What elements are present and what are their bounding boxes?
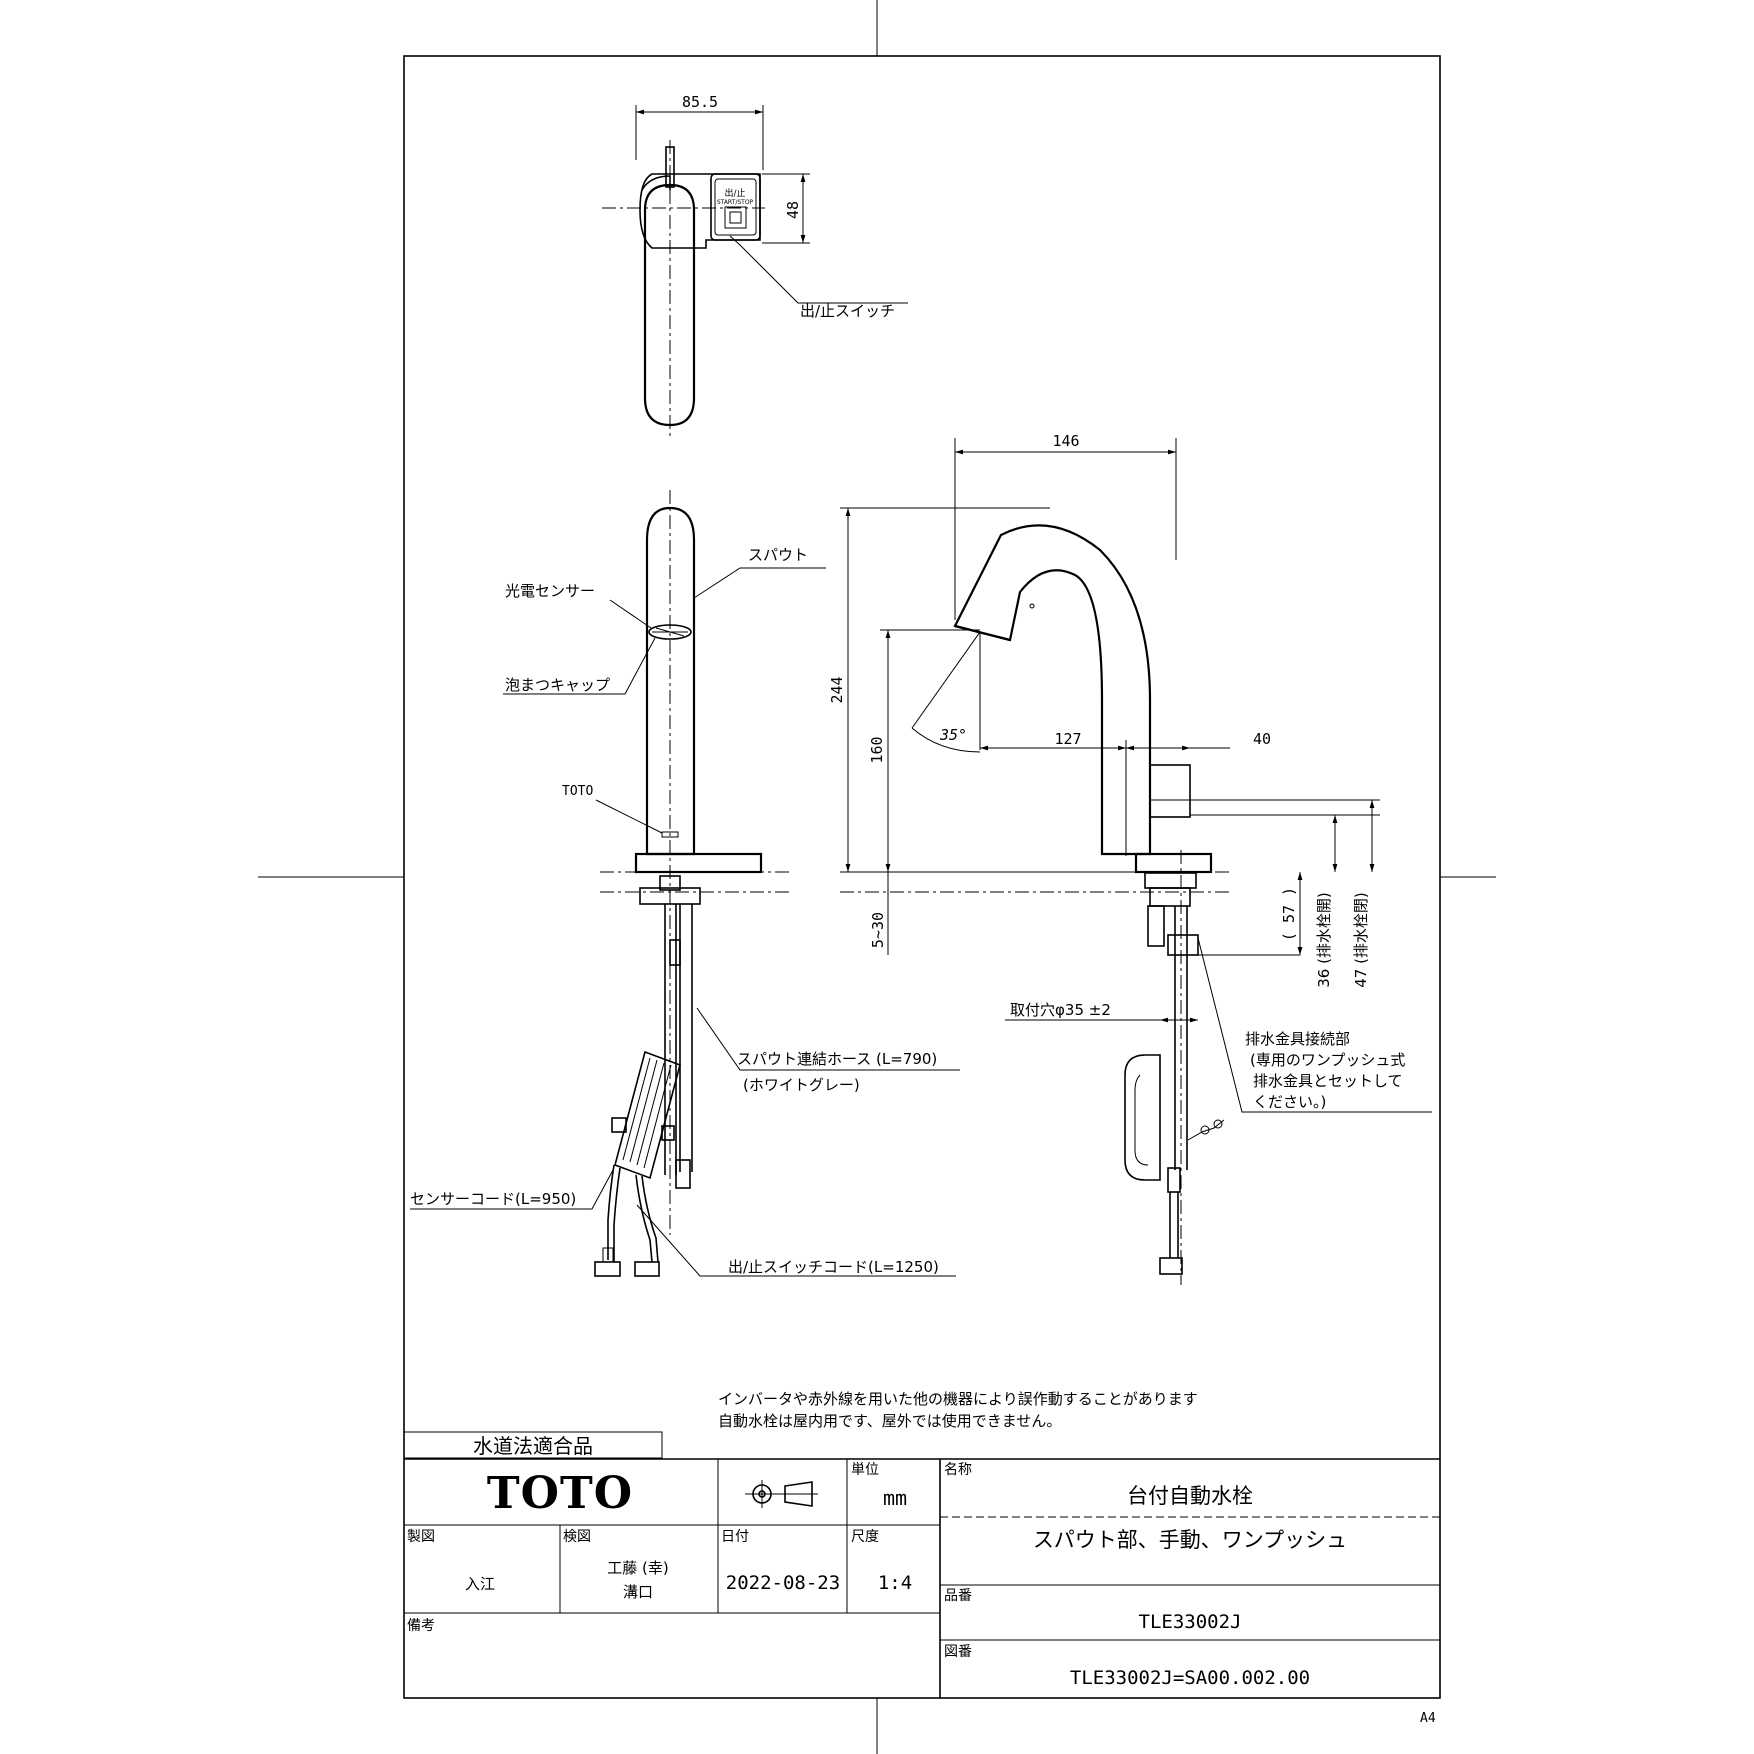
label-drain-connect-4: ください。) xyxy=(1253,1093,1326,1111)
projection-symbol xyxy=(745,1480,818,1508)
dim-mount-hole: 取付穴φ35 ±2 xyxy=(1010,1001,1111,1019)
switch-plate-text-2: START/STOP xyxy=(717,199,754,206)
label-sensor-cord: センサーコード(L=950) xyxy=(410,1190,576,1208)
dim-top-width: 85.5 xyxy=(682,93,718,111)
front-view: スパウト 光電センサー 泡まつキャップ TOTO スパウト連結ホース (L=79… xyxy=(410,490,960,1277)
label-drain-connect-3: 排水金具とセットして xyxy=(1253,1072,1403,1090)
part-number: TLE33002J xyxy=(1139,1611,1242,1633)
drawn-by: 入江 xyxy=(465,1575,495,1593)
unit-label: 単位 xyxy=(851,1462,879,1478)
label-switch: 出/止スイッチ xyxy=(800,302,895,320)
dim-paren-57: ( 57 ) xyxy=(1280,887,1298,941)
paper-size: A4 xyxy=(1420,1711,1436,1726)
dim-switch-offset: 40 xyxy=(1253,730,1271,748)
dim-angle: 35° xyxy=(939,726,967,744)
side-view: 146 244 160 35° 127 40 5~30 ( 57 ) 36 (排… xyxy=(828,432,1432,1285)
drawn-label: 製図 xyxy=(407,1529,435,1545)
product-name: 台付自動水栓 xyxy=(1127,1484,1253,1508)
note-1: インバータや赤外線を用いた他の機器により誤作動することがあります xyxy=(718,1390,1198,1408)
drawing-frame xyxy=(403,55,1441,1699)
brand-logo: TOTO xyxy=(487,1468,633,1519)
label-drain-connect-1: 排水金具接続部 xyxy=(1245,1030,1350,1048)
dim-side-width: 146 xyxy=(1052,432,1079,450)
compliance-text: 水道法適合品 xyxy=(473,1434,593,1458)
scale-label: 尺度 xyxy=(851,1529,879,1545)
label-drain-connect-2: (専用のワンプッシュ式 xyxy=(1250,1051,1405,1069)
date-value: 2022-08-23 xyxy=(726,1572,840,1594)
label-hose-color: (ホワイトグレー) xyxy=(743,1076,860,1094)
dim-reach: 127 xyxy=(1054,730,1081,748)
unit-value: mm xyxy=(883,1486,907,1510)
dim-drain-36: 36 (排水栓開) xyxy=(1315,892,1333,988)
label-spout: スパウト xyxy=(748,546,808,564)
center-marks xyxy=(258,0,1496,1754)
label-toto-mark: TOTO xyxy=(562,784,593,799)
part-label: 品番 xyxy=(944,1588,972,1604)
checked-label: 検図 xyxy=(563,1529,591,1545)
sensor-module xyxy=(611,1050,681,1180)
checked-by-1: 工藤 (幸) xyxy=(607,1559,668,1577)
label-hose: スパウト連結ホース (L=790) xyxy=(737,1050,937,1068)
drawing-number-label: 図番 xyxy=(944,1644,972,1660)
remarks-label: 備考 xyxy=(407,1618,435,1634)
dim-top-height: 48 xyxy=(784,201,802,219)
drawing-number: TLE33002J=SA00.002.00 xyxy=(1070,1667,1310,1689)
product-subtitle: スパウト部、手動、ワンプッシュ xyxy=(1033,1528,1347,1552)
checked-by-2: 溝口 xyxy=(623,1583,653,1601)
title-block: 水道法適合品 TOTO 単位 mm 名称 台付自動水栓 スパウト部、手動、ワンプ… xyxy=(403,1431,1440,1726)
name-label: 名称 xyxy=(944,1462,972,1478)
label-sensor: 光電センサー xyxy=(505,582,595,600)
scale-value: 1:4 xyxy=(878,1572,912,1594)
note-2: 自動水栓は屋内用です、屋外では使用できません。 xyxy=(718,1412,1061,1430)
dim-height-outlet: 160 xyxy=(868,736,886,763)
dim-drain-47: 47 (排水栓閉) xyxy=(1352,892,1370,988)
date-label: 日付 xyxy=(721,1529,749,1545)
dim-deck-thickness: 5~30 xyxy=(869,912,887,948)
label-switch-cord: 出/止スイッチコード(L=1250) xyxy=(728,1258,939,1276)
dim-height-total: 244 xyxy=(828,676,846,703)
switch-plate-text-1: 出/止 xyxy=(724,187,745,199)
label-aerator: 泡まつキャップ xyxy=(505,676,610,694)
top-view: 出/止 START/STOP 出/止スイッチ 85.5 48 xyxy=(602,93,908,440)
